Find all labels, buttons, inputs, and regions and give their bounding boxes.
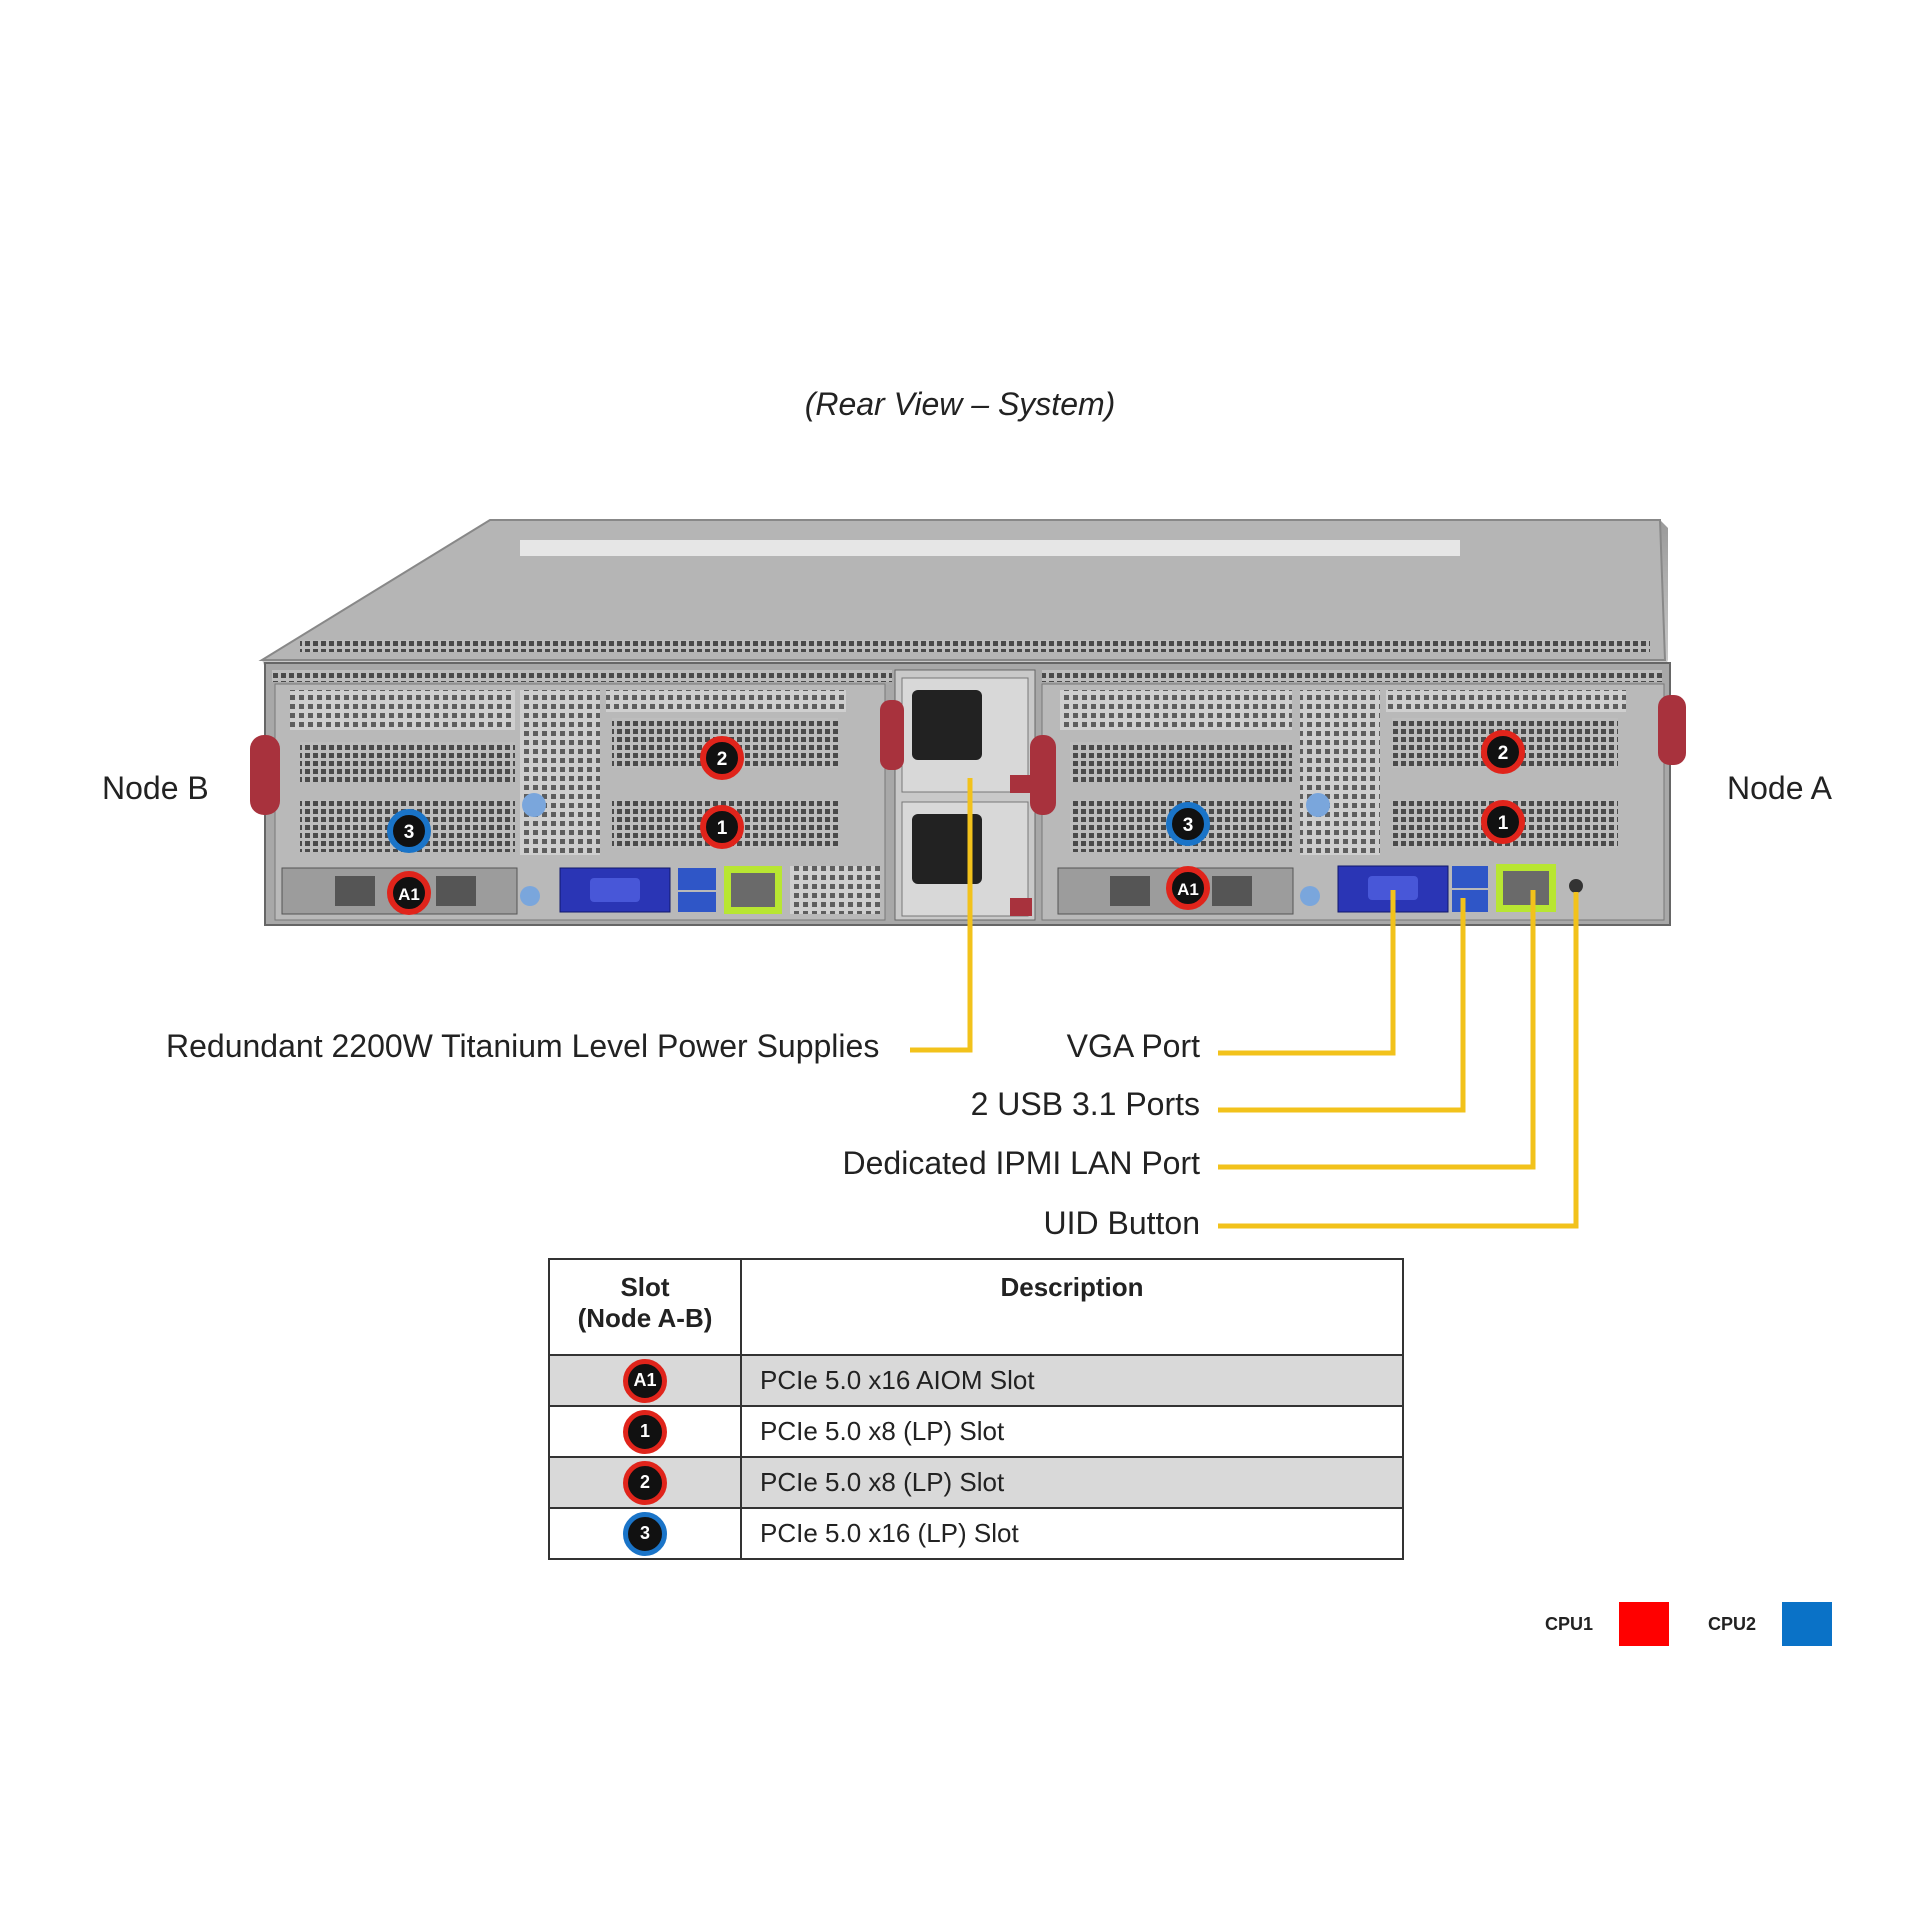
node-b-module bbox=[250, 683, 886, 921]
slot-a1-badge: A1 bbox=[623, 1358, 667, 1403]
node-a-slot-3-badge: 3 bbox=[1166, 802, 1210, 846]
node-a-slot-a1-badge: A1 bbox=[1166, 866, 1210, 910]
svg-text:2: 2 bbox=[717, 749, 728, 770]
vga-callout-line bbox=[1218, 890, 1396, 1056]
slot-1-badge: 1 bbox=[623, 1409, 667, 1454]
node-b-label: Node B bbox=[102, 770, 209, 806]
node-b-slot-1-badge: 1 bbox=[700, 805, 744, 849]
cpu2-legend-swatch bbox=[1782, 1602, 1833, 1646]
svg-text:A1: A1 bbox=[1177, 880, 1199, 899]
cpu1-legend-swatch bbox=[1619, 1602, 1670, 1646]
cpu2-legend-label: CPU2 bbox=[1708, 1613, 1757, 1634]
node-b-slot-2-badge: 2 bbox=[700, 736, 744, 780]
power-supply-bay bbox=[894, 669, 1036, 921]
slot-header-line2: (Node A-B) bbox=[577, 1303, 713, 1333]
node-b-slot-3-badge: 3 bbox=[387, 809, 431, 853]
usb-callout-line bbox=[1218, 898, 1466, 1113]
power-supplies-label: Redundant 2200W Titanium Level Power Sup… bbox=[166, 1028, 880, 1064]
callout-lines bbox=[910, 778, 1579, 1229]
table-row: A1 PCIe 5.0 x16 AIOM Slot bbox=[548, 1354, 1404, 1407]
svg-text:1: 1 bbox=[1498, 813, 1509, 834]
diagram-title: (Rear View – System) bbox=[804, 386, 1116, 422]
ipmi-callout-line bbox=[1218, 890, 1536, 1170]
node-a-slot-2-badge: 2 bbox=[1481, 730, 1525, 774]
uid-callout-line bbox=[1218, 892, 1579, 1229]
table-header-row: Slot (Node A-B) Description bbox=[548, 1258, 1404, 1356]
node-a-slot-1-badge: 1 bbox=[1481, 800, 1525, 844]
slot-column-header: Slot (Node A-B) bbox=[548, 1258, 742, 1356]
slot-badges: 2 1 3 A1 2 1 3 A1 bbox=[387, 730, 1525, 915]
slot-header-line1: Slot bbox=[620, 1272, 670, 1302]
chassis-top bbox=[258, 519, 1668, 665]
svg-text:2: 2 bbox=[1498, 743, 1509, 764]
table-row: 1 PCIe 5.0 x8 (LP) Slot bbox=[548, 1405, 1404, 1458]
table-row: 2 PCIe 5.0 x8 (LP) Slot bbox=[548, 1456, 1404, 1509]
cpu1-legend-label: CPU1 bbox=[1545, 1613, 1594, 1634]
node-a-label: Node A bbox=[1727, 770, 1832, 806]
ipmi-lan-port-label: Dedicated IPMI LAN Port bbox=[842, 1145, 1200, 1181]
slot-3-badge: 3 bbox=[623, 1511, 667, 1556]
description-column-header: Description bbox=[740, 1258, 1404, 1356]
power-callout-line bbox=[910, 778, 973, 1053]
cpu2-legend: CPU2 bbox=[1708, 1602, 1833, 1646]
svg-text:1: 1 bbox=[717, 818, 728, 839]
slot-description-table: Slot (Node A-B) Description A1 PCIe 5.0 … bbox=[548, 1258, 1404, 1560]
slot-description: PCIe 5.0 x8 (LP) Slot bbox=[740, 1456, 1404, 1509]
slot-2-badge: 2 bbox=[623, 1460, 667, 1505]
node-b-slot-a1-badge: A1 bbox=[387, 871, 431, 915]
svg-text:3: 3 bbox=[404, 822, 415, 843]
usb-ports-label: 2 USB 3.1 Ports bbox=[970, 1086, 1200, 1122]
svg-text:3: 3 bbox=[1183, 815, 1194, 836]
slot-description: PCIe 5.0 x8 (LP) Slot bbox=[740, 1405, 1404, 1458]
uid-button-label: UID Button bbox=[1043, 1205, 1200, 1241]
cpu1-legend: CPU1 bbox=[1545, 1602, 1670, 1646]
slot-description: PCIe 5.0 x16 AIOM Slot bbox=[740, 1354, 1404, 1407]
table-row: 3 PCIe 5.0 x16 (LP) Slot bbox=[548, 1507, 1404, 1560]
svg-text:A1: A1 bbox=[398, 885, 420, 904]
vga-port-label: VGA Port bbox=[1066, 1028, 1200, 1064]
slot-description: PCIe 5.0 x16 (LP) Slot bbox=[740, 1507, 1404, 1560]
